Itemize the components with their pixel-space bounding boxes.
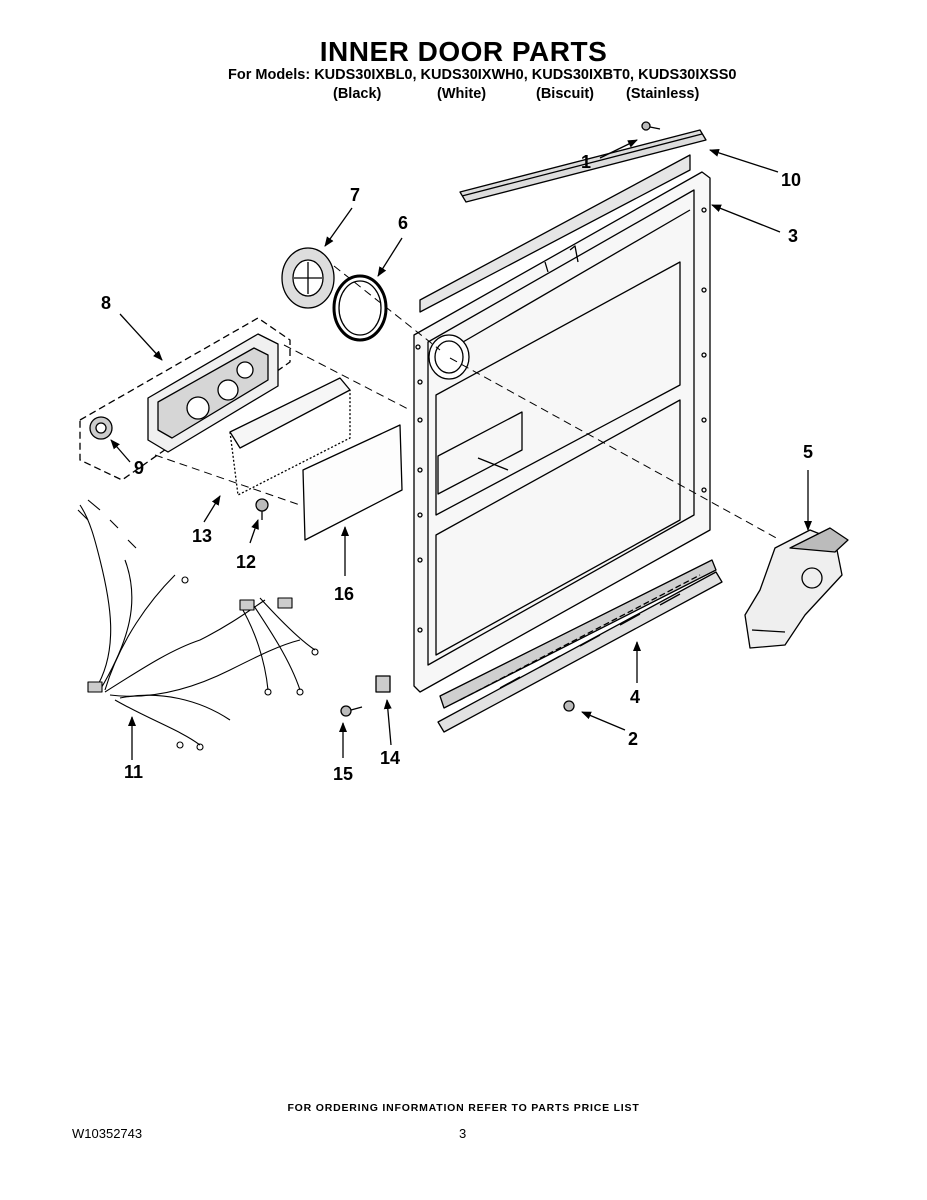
gasket-ring: [332, 274, 388, 342]
ordering-note: FOR ORDERING INFORMATION REFER TO PARTS …: [287, 1102, 640, 1114]
callout-6: 6: [398, 213, 409, 233]
screw-part-1: [641, 121, 661, 131]
callout-3: 3: [788, 226, 799, 246]
control-panel-assembly: [79, 317, 291, 481]
callout-2: 2: [628, 729, 639, 749]
callout-7: 7: [350, 185, 361, 205]
alignment-lines: [154, 265, 781, 541]
callout-10: 10: [781, 170, 802, 190]
knob-part-9: [89, 416, 113, 440]
callout-13: 13: [192, 526, 213, 546]
callout-4: 4: [630, 687, 641, 707]
callout-11: 11: [124, 762, 144, 782]
models-line: For Models: KUDS30IXBL0, KUDS30IXWH0, KU…: [228, 67, 737, 83]
screw-part-2: [563, 700, 575, 712]
screw-part-12: [255, 498, 269, 520]
color-stainless: (Stainless): [626, 86, 700, 102]
page-number: 3: [459, 1126, 467, 1141]
callout-9: 9: [134, 458, 145, 478]
callout-15: 15: [333, 764, 354, 784]
callout-14: 14: [380, 748, 401, 768]
dispenser-cap: [281, 247, 335, 309]
wire-harness: [77, 499, 319, 751]
callout-1: 1: [581, 152, 592, 172]
bottom-vent: [437, 559, 723, 733]
document-number: W10352743: [72, 1126, 143, 1141]
callout-8: 8: [101, 293, 112, 313]
page-title: INNER DOOR PARTS: [319, 36, 608, 67]
vent-fan-assembly: [744, 527, 849, 649]
callout-5: 5: [803, 442, 814, 462]
leader-arrows: [110, 139, 812, 760]
inner-door-panel: [413, 154, 711, 693]
top-channel-strip: [459, 129, 707, 203]
color-black: (Black): [333, 86, 382, 102]
color-biscuit: (Biscuit): [536, 86, 594, 102]
screw-part-15: [340, 705, 363, 717]
insulation-sheet: [302, 424, 403, 541]
callout-16: 16: [334, 584, 355, 604]
clip-part-14: [375, 675, 391, 693]
callout-12: 12: [236, 552, 257, 572]
color-white: (White): [437, 86, 487, 102]
